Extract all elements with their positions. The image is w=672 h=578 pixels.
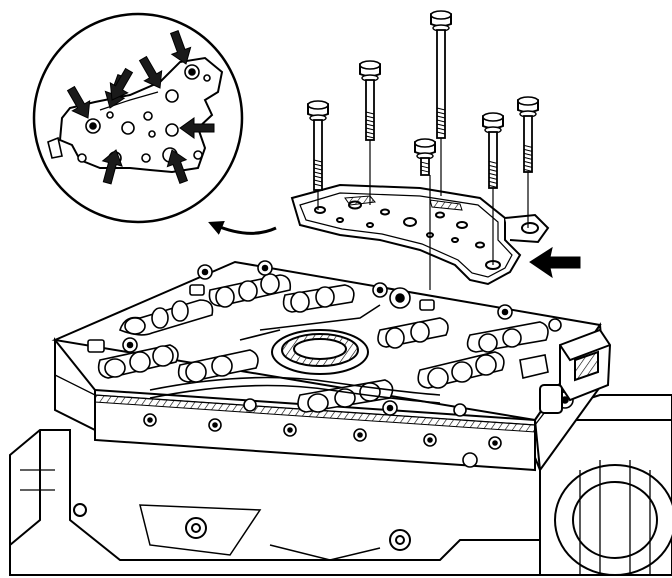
accumulator-piston [271,329,369,375]
callout-arrow [109,67,134,101]
detail-reference-arrow [208,221,277,235]
callout-arrow [66,85,91,119]
valve-body-edge-details [87,284,549,379]
bolts [307,10,539,191]
bolt [307,100,329,191]
bolt [430,10,452,139]
plate-pointer-arrow [529,246,581,279]
alignment-lines [317,138,529,290]
bolt [482,112,504,189]
separator-plate [290,183,550,286]
detail-view-circle [32,12,244,224]
bolt [359,60,381,141]
fluid-channel [149,304,441,404]
callout-arrow [169,30,192,65]
detail-callout-arrows [66,30,215,185]
bolt [414,138,436,176]
bolt [517,96,539,173]
callout-arrow [179,117,215,139]
callout-arrow [166,149,189,184]
callout-arrow [138,55,163,89]
callout-arrow [101,149,123,185]
solenoid-connector [539,328,612,414]
valve-body-top-bolts [122,260,562,417]
